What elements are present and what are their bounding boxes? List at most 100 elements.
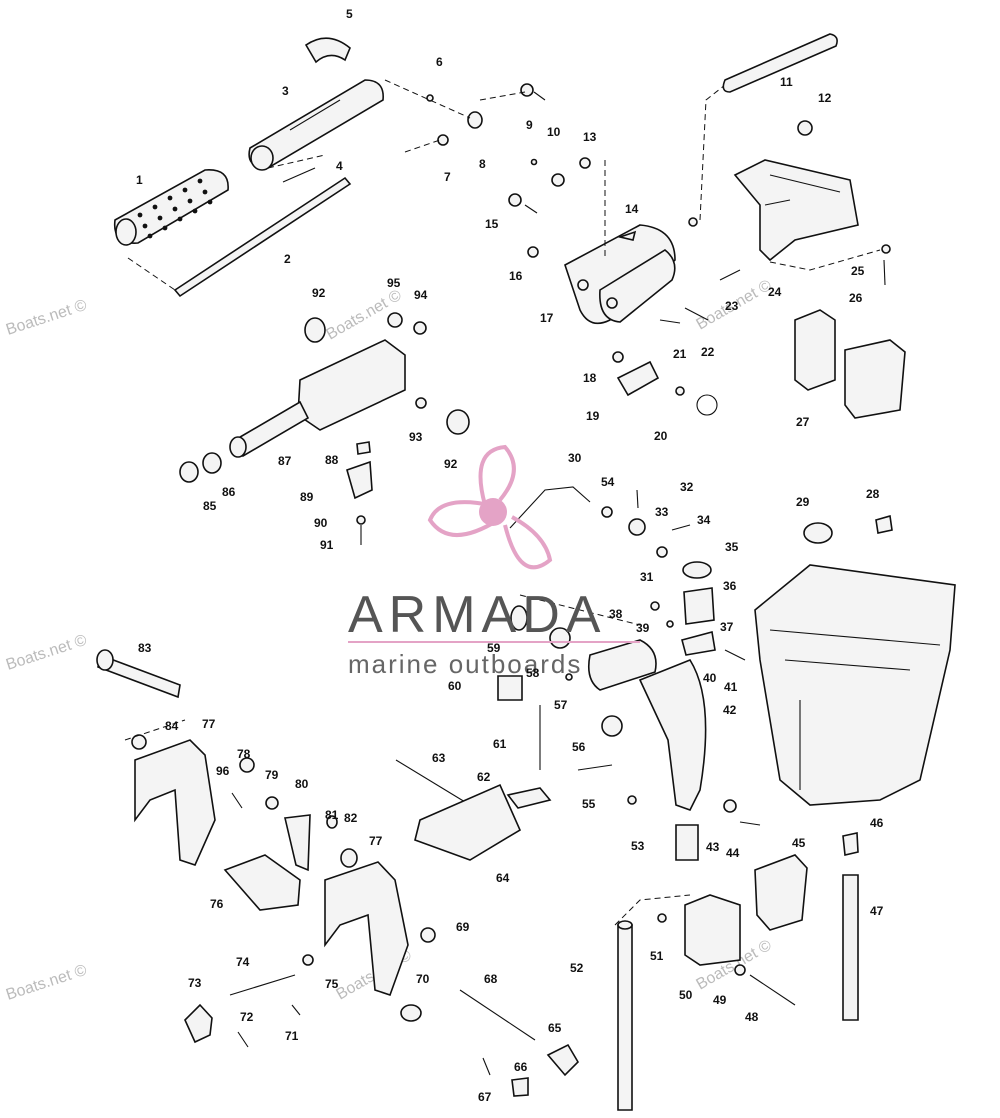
- part-number-82: 82: [344, 811, 358, 825]
- part-number-45: 45: [792, 836, 806, 850]
- watermark-text: Boats.net ©: [4, 632, 89, 674]
- part-number-55: 55: [582, 797, 596, 811]
- part-number-3: 3: [282, 84, 289, 98]
- part-number-29: 29: [796, 495, 810, 509]
- part-number-24: 24: [768, 285, 782, 299]
- part-number-51: 51: [650, 949, 664, 963]
- part-number-89: 89: [300, 490, 314, 504]
- part-number-35: 35: [725, 540, 739, 554]
- bracket-assembly: [508, 84, 726, 416]
- part-number-60: 60: [448, 679, 462, 693]
- part-number-15: 15: [485, 217, 499, 231]
- part-number-71: 71: [285, 1029, 299, 1043]
- propeller-hub-icon: [479, 498, 507, 526]
- watermark-text: Boats.net ©: [4, 962, 89, 1004]
- part-number-63: 63: [432, 751, 446, 765]
- watermark-text: Boats.net ©: [4, 297, 89, 339]
- part-number-78: 78: [237, 747, 251, 761]
- logo-tagline: marine outboards: [348, 649, 582, 679]
- part-number-14: 14: [625, 202, 639, 216]
- part-number-70: 70: [416, 972, 430, 986]
- part-number-90: 90: [314, 516, 328, 530]
- part-number-43: 43: [706, 840, 720, 854]
- part-number-7: 7: [444, 170, 451, 184]
- part-number-16: 16: [509, 269, 523, 283]
- part-number-67: 67: [478, 1090, 492, 1104]
- part-number-9: 9: [526, 118, 533, 132]
- part-number-86: 86: [222, 485, 236, 499]
- steering-arm-assembly: [179, 312, 470, 545]
- part-number-1: 1: [136, 173, 143, 187]
- part-number-83: 83: [138, 641, 152, 655]
- part-number-11: 11: [780, 75, 793, 89]
- part-number-4: 4: [336, 159, 343, 173]
- part-number-30: 30: [568, 451, 582, 465]
- part-number-66: 66: [514, 1060, 528, 1074]
- part-number-34: 34: [697, 513, 711, 527]
- part-number-13: 13: [583, 130, 597, 144]
- tiller-assembly: [113, 37, 546, 298]
- clamp-bracket-assembly: [96, 649, 436, 1048]
- lower-shaft-parts: [459, 894, 796, 1111]
- part-number-96: 96: [216, 764, 230, 778]
- part-number-8: 8: [479, 157, 486, 171]
- part-number-72: 72: [240, 1010, 254, 1024]
- part-number-95: 95: [387, 276, 401, 290]
- part-number-65: 65: [548, 1021, 562, 1035]
- part-number-28: 28: [866, 487, 880, 501]
- part-number-37: 37: [720, 620, 734, 634]
- part-number-5: 5: [346, 7, 353, 21]
- part-number-50: 50: [679, 988, 693, 1002]
- part-number-17: 17: [540, 311, 554, 325]
- part-number-81: 81: [325, 808, 339, 822]
- part-number-61: 61: [493, 737, 507, 751]
- part-number-22: 22: [701, 345, 715, 359]
- part-number-25: 25: [851, 264, 865, 278]
- part-number-39: 39: [636, 621, 650, 635]
- part-number-47: 47: [870, 904, 884, 918]
- part-number-87: 87: [278, 454, 292, 468]
- part-number-80: 80: [295, 777, 309, 791]
- part-number-53: 53: [631, 839, 645, 853]
- part-number-91: 91: [320, 538, 334, 552]
- part-number-54: 54: [601, 475, 615, 489]
- part-number-27: 27: [796, 415, 810, 429]
- swivel-housing: [754, 514, 956, 1021]
- part-number-40: 40: [703, 671, 717, 685]
- part-number-20: 20: [654, 429, 668, 443]
- part-number-36: 36: [723, 579, 737, 593]
- part-number-84: 84: [165, 719, 179, 733]
- armada-logo: ARMADA marine outboards: [348, 444, 640, 679]
- part-number-23: 23: [725, 299, 739, 313]
- part-number-33: 33: [655, 505, 669, 519]
- part-number-12: 12: [818, 91, 832, 105]
- swivel-bracket-assembly: [395, 486, 761, 861]
- part-number-92: 92: [444, 457, 458, 471]
- part-number-68: 68: [484, 972, 498, 986]
- part-number-19: 19: [586, 409, 600, 423]
- part-number-85: 85: [203, 499, 217, 513]
- part-number-18: 18: [583, 371, 597, 385]
- part-number-75: 75: [325, 977, 339, 991]
- part-number-92: 92: [312, 286, 326, 300]
- part-number-93: 93: [409, 430, 423, 444]
- part-number-79: 79: [265, 768, 279, 782]
- part-number-73: 73: [188, 976, 202, 990]
- part-number-48: 48: [745, 1010, 759, 1024]
- part-number-2: 2: [284, 252, 291, 266]
- part-number-52: 52: [570, 961, 584, 975]
- part-number-77: 77: [369, 834, 383, 848]
- part-number-88: 88: [325, 453, 339, 467]
- part-number-44: 44: [726, 846, 740, 860]
- part-number-69: 69: [456, 920, 470, 934]
- part-number-57: 57: [554, 698, 568, 712]
- part-number-10: 10: [547, 125, 561, 139]
- part-number-31: 31: [640, 570, 654, 584]
- upper-housing: [719, 33, 906, 419]
- part-number-46: 46: [870, 816, 884, 830]
- part-number-38: 38: [609, 607, 623, 621]
- part-number-41: 41: [724, 680, 738, 694]
- part-number-94: 94: [414, 288, 428, 302]
